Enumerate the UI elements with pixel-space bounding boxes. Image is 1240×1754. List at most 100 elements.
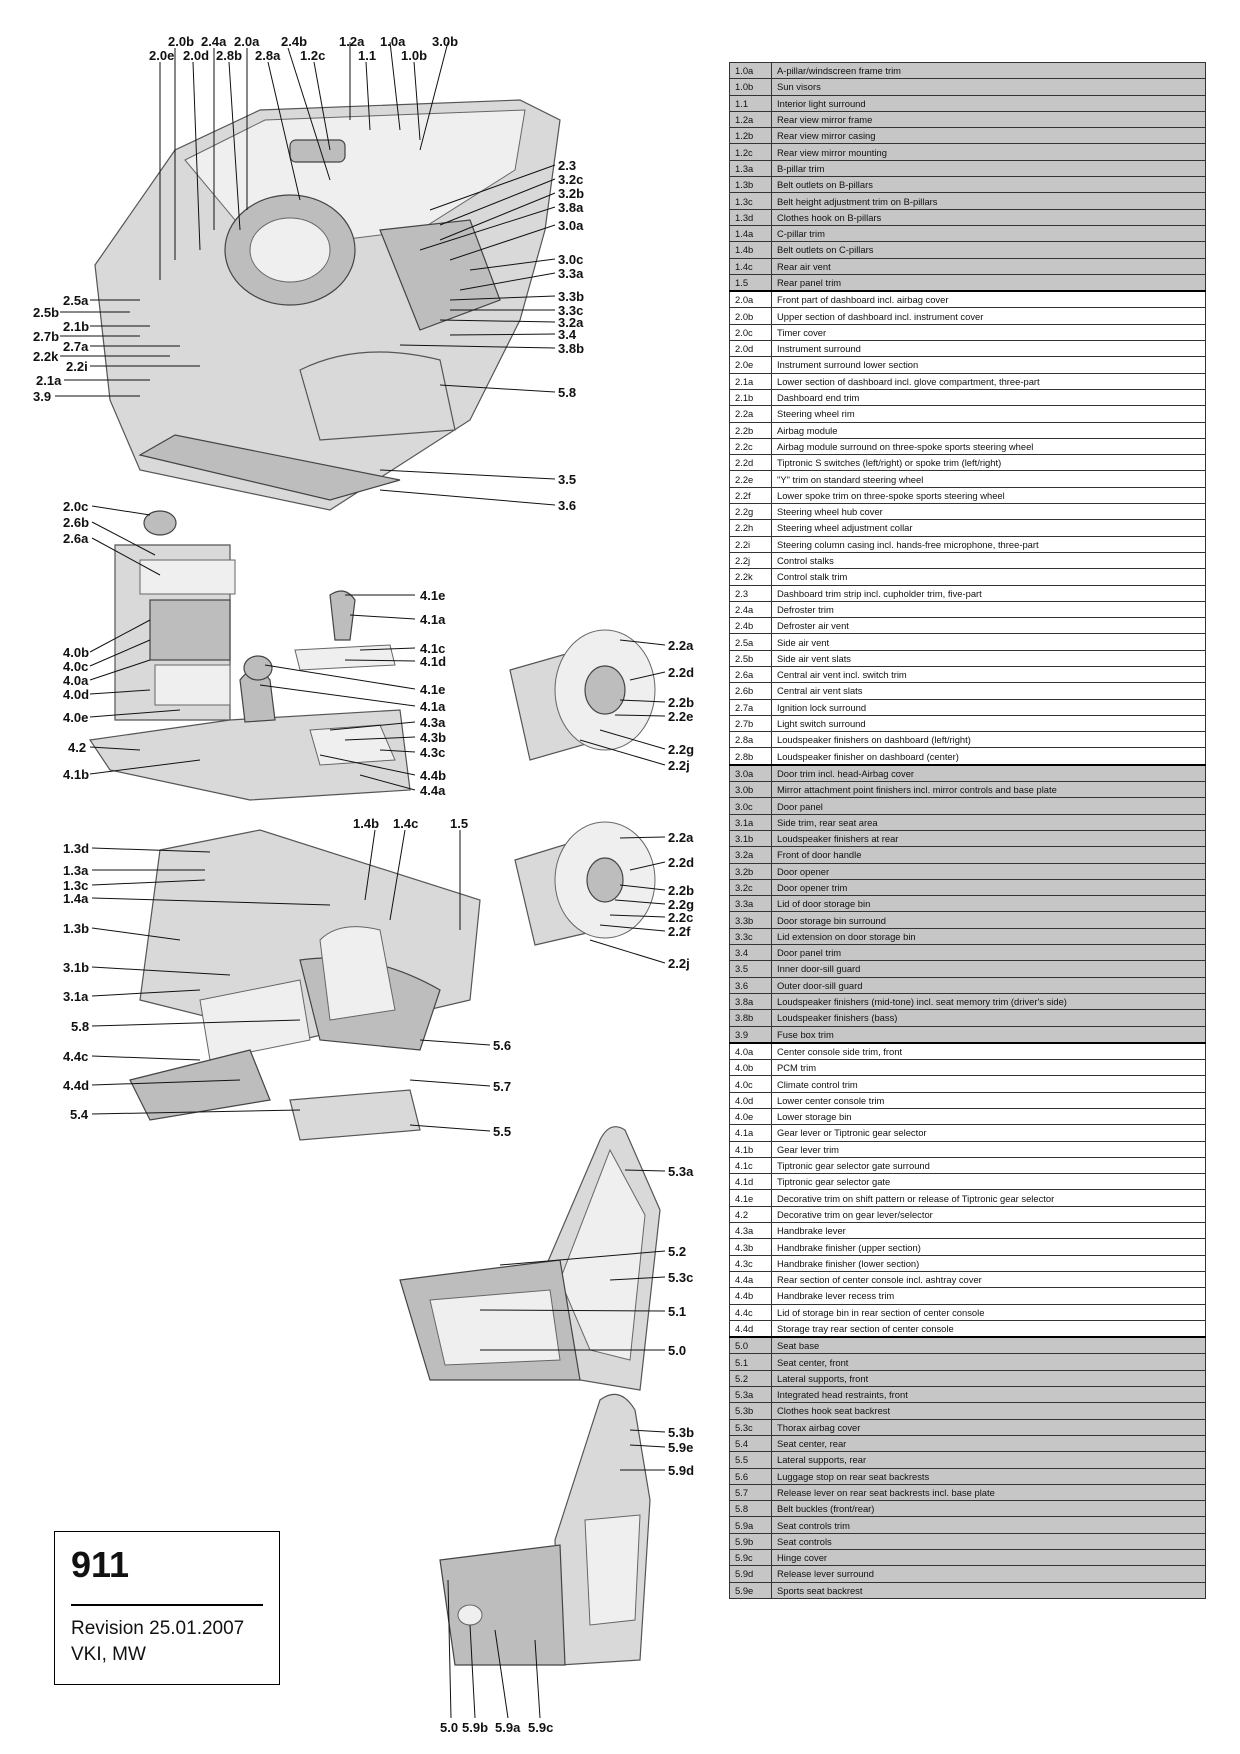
part-description: Handbrake finisher (lower section) xyxy=(771,1254,1206,1272)
callout: 2.0e xyxy=(149,48,174,63)
part-code: 1.5 xyxy=(729,273,772,292)
part-description: Handbrake finisher (upper section) xyxy=(771,1238,1206,1256)
part-code: 1.4c xyxy=(729,257,772,275)
callout: 2.2f xyxy=(668,924,691,939)
part-code: 2.1b xyxy=(729,388,772,407)
part-code: 5.0 xyxy=(729,1336,772,1355)
part-description: Belt outlets on C-pillars xyxy=(771,241,1206,259)
callout: 2.2a xyxy=(668,638,694,653)
part-description: Lower center console trim xyxy=(771,1091,1206,1110)
part-description: Tiptronic gear selector gate surround xyxy=(771,1156,1206,1175)
callout: 2.6a xyxy=(63,531,89,546)
part-description: Door panel xyxy=(771,797,1206,815)
part-code: 3.1a xyxy=(729,813,772,831)
callout: 4.1c xyxy=(420,641,445,656)
callout: 2.2j xyxy=(668,758,690,773)
callout: 5.9b xyxy=(462,1720,488,1735)
callout: 2.2j xyxy=(668,956,690,971)
part-description: Center console side trim, front xyxy=(771,1041,1206,1061)
part-description: Interior light surround xyxy=(771,94,1206,112)
part-description: B-pillar trim xyxy=(771,159,1206,178)
part-description: Loudspeaker finisher on dashboard (cente… xyxy=(771,747,1206,766)
callout: 2.2d xyxy=(668,665,694,680)
part-code: 2.2f xyxy=(729,486,772,505)
steering-wheel-standard-callouts: 2.2a 2.2d 2.2b 2.2e 2.2g 2.2j xyxy=(668,638,694,773)
part-description: Lower section of dashboard incl. glove c… xyxy=(771,372,1206,390)
part-description: Hinge cover xyxy=(771,1549,1206,1567)
front-seat-figure xyxy=(399,1126,661,1391)
part-description: Sports seat backrest xyxy=(771,1581,1206,1599)
front-seat-callouts: 5.3a 5.2 5.3c 5.1 5.0 xyxy=(668,1164,694,1358)
part-code: 3.3a xyxy=(729,895,772,913)
part-code: 3.0b xyxy=(729,781,772,799)
callout: 1.3d xyxy=(63,841,89,856)
part-code: 5.9c xyxy=(729,1549,772,1567)
part-code: 1.3a xyxy=(729,159,772,178)
part-description: Loudspeaker finishers on dashboard (left… xyxy=(771,731,1206,749)
callout: 2.5a xyxy=(63,293,89,308)
part-code: 4.4c xyxy=(729,1303,772,1321)
part-description: Rear view mirror mounting xyxy=(771,143,1206,161)
part-description: Control stalk trim xyxy=(771,568,1206,586)
callout: 5.3c xyxy=(668,1270,693,1285)
part-description: Belt buckles (front/rear) xyxy=(771,1500,1206,1518)
part-description: Control stalks xyxy=(771,551,1206,570)
steering-wheel-sports-figure xyxy=(514,821,656,946)
part-code: 2.8a xyxy=(729,731,772,749)
interior-overview-callouts: 2.0b 2.4a 2.0a 2.4b 1.2a 1.0a 3.0b 2.0e … xyxy=(33,34,584,513)
sports-seat-leaders xyxy=(447,1429,666,1719)
callout: 2.8a xyxy=(255,48,281,63)
part-description: PCM trim xyxy=(771,1059,1206,1077)
callout: 4.4c xyxy=(63,1049,88,1064)
part-description: Decorative trim on gear lever/selector xyxy=(771,1205,1206,1224)
callout: 2.0d xyxy=(183,48,209,63)
part-code: 3.6 xyxy=(729,976,772,994)
part-description: Side air vent xyxy=(771,633,1206,651)
callout: 5.6 xyxy=(493,1038,511,1053)
callout: 2.4b xyxy=(281,34,307,49)
callout: 3.2c xyxy=(558,172,583,187)
callout: 5.4 xyxy=(70,1107,89,1122)
center-console-leaders xyxy=(89,505,416,791)
part-code: 2.0c xyxy=(729,323,772,342)
part-description: Thorax airbag cover xyxy=(771,1418,1206,1436)
callout: 4.0c xyxy=(63,659,88,674)
callout: 2.7b xyxy=(33,329,59,344)
part-code: 1.3d xyxy=(729,208,772,226)
part-code: 2.0d xyxy=(729,340,772,358)
part-code: 5.7 xyxy=(729,1483,772,1502)
part-description: Lid extension on door storage bin xyxy=(771,927,1206,946)
part-code: 2.2e xyxy=(729,470,772,488)
callout: 3.9 xyxy=(33,389,51,404)
part-code: 2.4a xyxy=(729,600,772,619)
part-code: 4.3a xyxy=(729,1222,772,1240)
part-code: 4.0b xyxy=(729,1059,772,1077)
part-code: 2.2a xyxy=(729,405,772,423)
callout: 3.3a xyxy=(558,266,584,281)
callout: 2.7a xyxy=(63,339,89,354)
part-code: 5.2 xyxy=(729,1369,772,1388)
part-description: Rear air vent xyxy=(771,257,1206,275)
